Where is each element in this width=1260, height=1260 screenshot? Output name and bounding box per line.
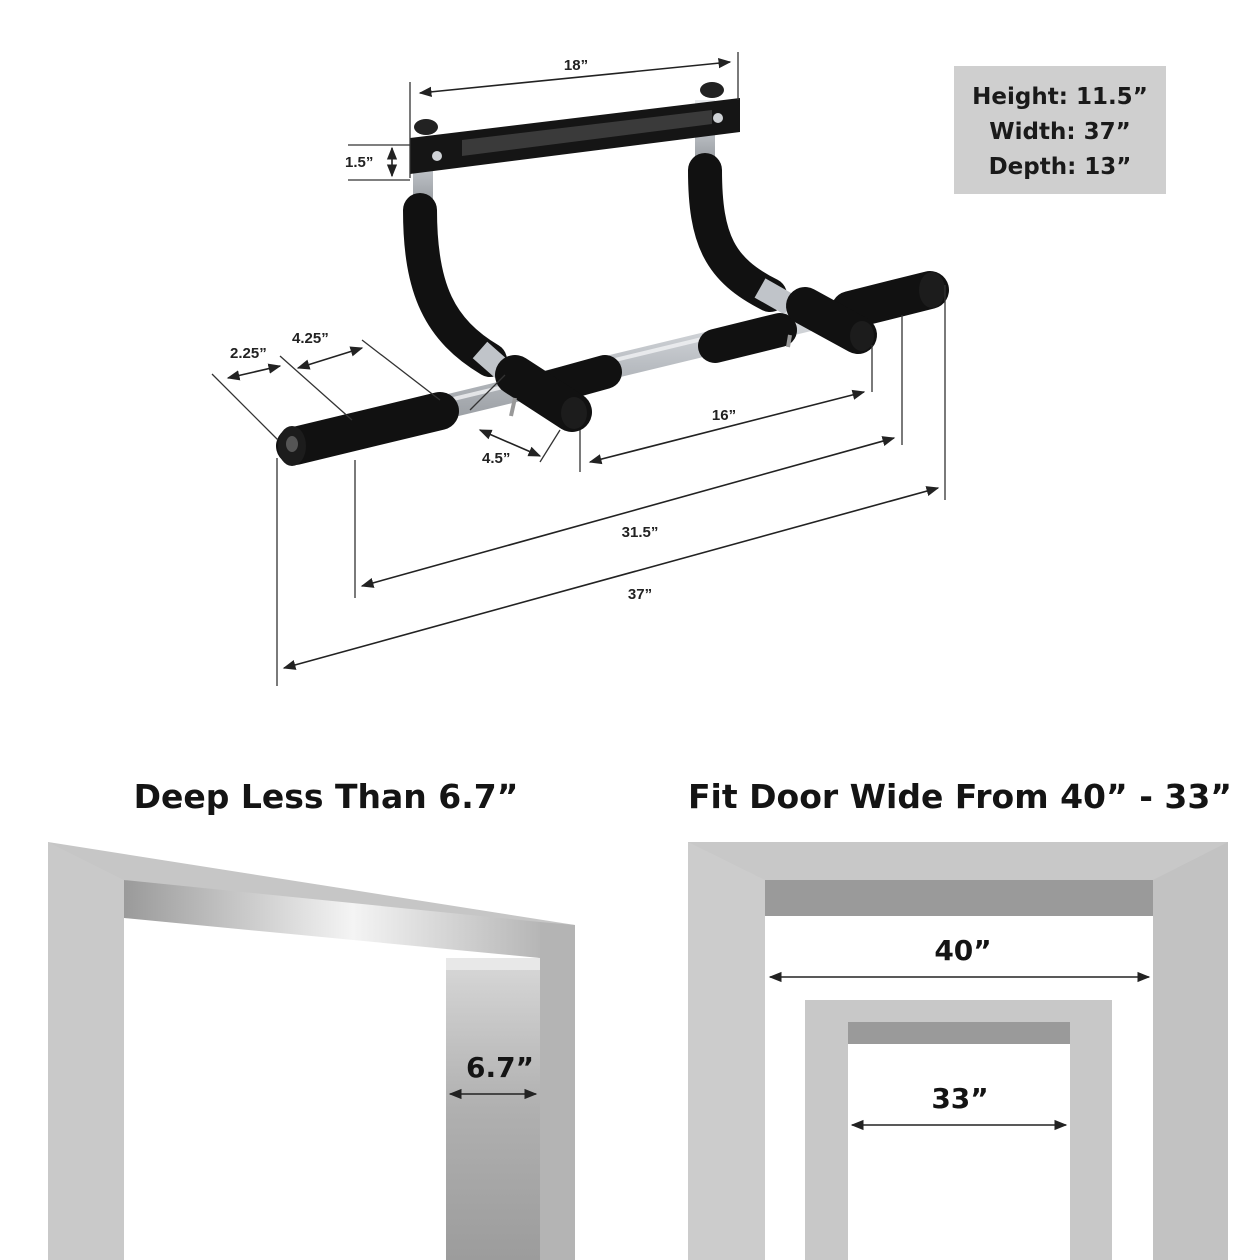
dim-top-bar: 18”: [564, 57, 588, 74]
right-foam-grip: [831, 271, 949, 329]
dim-end-grip: 2.25”: [230, 345, 267, 362]
door-jamb-depth: [446, 958, 540, 1260]
left-curved-arm: [403, 193, 507, 377]
dim-bar-thickness: 1.5”: [345, 154, 373, 171]
door-header-depth: [124, 880, 540, 958]
dim-handle-grip: 4.5”: [482, 450, 510, 467]
dim-inner-grip: 4.25”: [292, 330, 329, 347]
pull-up-bar-illustration: [276, 82, 949, 466]
spec-depth: Depth: 13”: [989, 154, 1132, 180]
spec-width: Width: 37”: [989, 119, 1130, 145]
left-foam-grip: [276, 392, 459, 465]
width-panel-title: Fit Door Wide From 40” - 33”: [688, 777, 1232, 816]
spec-box: Height: 11.5” Width: 37” Depth: 13”: [954, 66, 1166, 194]
dim-inner-width: 31.5”: [622, 524, 659, 541]
depth-value: 6.7”: [466, 1051, 534, 1084]
outer-header-shadow: [765, 880, 1153, 916]
dim-overall-width: 37”: [628, 586, 652, 603]
inner-width-value: 33”: [931, 1082, 988, 1115]
bracket-pad: [462, 110, 712, 156]
right-handle: [786, 287, 877, 354]
right-curved-arm: [688, 153, 787, 312]
door-width-panel: Fit Door Wide From 40” - 33” 40” 33”: [688, 777, 1232, 1260]
inner-door-frame: [805, 1000, 1112, 1260]
spec-height: Height: 11.5”: [972, 84, 1148, 110]
depth-panel-title: Deep Less Than 6.7”: [134, 777, 519, 816]
dimension-lines: 18” 1.5” 2.25” 4.25” 4.5” 16” 31.5”: [211, 52, 946, 686]
dim-handle-spacing: 16”: [712, 407, 736, 424]
outer-width-value: 40”: [934, 934, 991, 967]
inner-header-shadow: [848, 1022, 1070, 1044]
door-depth-panel: Deep Less Than 6.7” 6.7”: [48, 777, 575, 1260]
